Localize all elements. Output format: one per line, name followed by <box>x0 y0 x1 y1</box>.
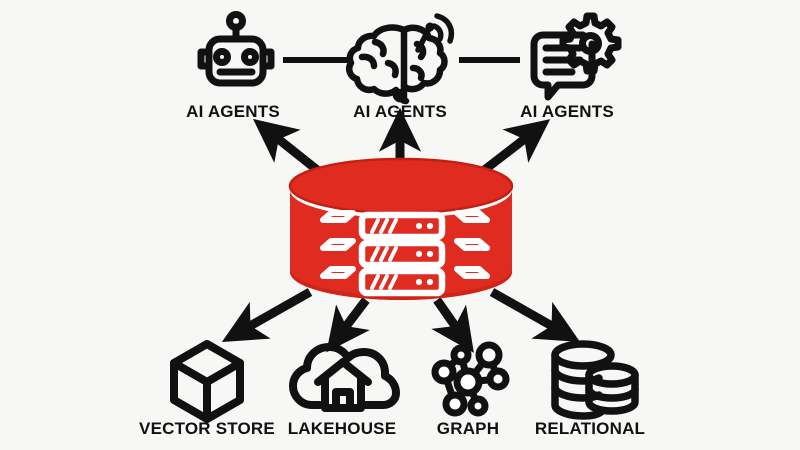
server-unit-3 <box>358 267 446 297</box>
brain-fold-1 <box>371 38 387 58</box>
server-unit-details <box>370 218 398 290</box>
robot-eye-right <box>241 48 259 66</box>
cloud-house-icon[interactable] <box>289 343 400 412</box>
house-door <box>332 388 354 412</box>
server-unit-leds <box>415 222 434 286</box>
house-body <box>321 373 365 412</box>
robot-antenna-bulb <box>226 11 246 31</box>
server-unit-2 <box>358 239 446 269</box>
chat-bubble-gear-icon[interactable] <box>530 12 622 101</box>
brain-outline <box>346 24 408 103</box>
brain-fold-3 <box>384 59 399 79</box>
graph-node-top-mid <box>450 344 472 366</box>
cube-icon[interactable] <box>170 340 244 423</box>
db-small-body <box>585 371 639 415</box>
label-ai-agents-robot: AI AGENTS <box>186 102 280 121</box>
graph-node-right <box>486 367 510 391</box>
graph-nodes <box>431 341 510 417</box>
robot-head-icon[interactable] <box>197 11 275 87</box>
brain-antenna-stem <box>415 26 432 53</box>
label-ai-agents-chat: AI AGENTS <box>520 102 614 121</box>
robot-ear-left <box>197 48 213 70</box>
db-small-ring-1 <box>585 385 639 402</box>
gear-outline <box>559 12 622 75</box>
graph-node-left <box>431 359 457 385</box>
brain-antenna-bulb <box>425 22 435 32</box>
label-vector-store: VECTOR STORE <box>139 419 275 438</box>
brain-signal-wave-2 <box>434 13 455 44</box>
label-relational: RELATIONAL <box>534 419 646 438</box>
central-database-cylinder[interactable] <box>288 157 514 300</box>
downward-arrows <box>221 288 581 353</box>
graph-node-bottom-right <box>467 395 489 417</box>
server-rack-icon <box>358 211 446 297</box>
label-graph: GRAPH <box>436 419 500 438</box>
network-graph-icon[interactable] <box>431 341 510 417</box>
arrow-down-vector-store <box>221 288 313 342</box>
server-side-bars-right <box>454 210 490 279</box>
db-small-top <box>585 362 639 388</box>
brain-signal-wave-1 <box>431 23 444 42</box>
label-ai-agents-brain: AI AGENTS <box>353 102 447 121</box>
arrow-down-relational <box>489 288 581 342</box>
arrow-down-graph <box>431 297 474 353</box>
cylinder-top-disc <box>290 159 512 213</box>
cloud-outline <box>289 343 400 409</box>
brain-stem <box>396 88 410 105</box>
gear-center-hole <box>579 32 602 55</box>
db-large-body <box>551 351 605 420</box>
chat-bubble-shape <box>530 31 596 101</box>
graph-node-center <box>453 367 483 397</box>
stacked-database-icon[interactable] <box>551 340 639 420</box>
robot-ear-right <box>259 48 275 70</box>
brain-fold-2 <box>358 53 378 70</box>
graph-node-bottom-left <box>442 391 468 417</box>
brain-antenna-icon[interactable] <box>346 13 455 105</box>
robot-eye-left <box>213 48 231 66</box>
server-side-bars-left <box>320 210 356 279</box>
graph-node-top-right <box>475 341 503 369</box>
label-lakehouse: LAKEHOUSE <box>287 419 397 438</box>
server-unit-1 <box>358 211 446 241</box>
db-large-top <box>551 340 615 370</box>
arrow-down-lakehouse <box>326 297 370 353</box>
brain-fold-5 <box>409 64 425 82</box>
